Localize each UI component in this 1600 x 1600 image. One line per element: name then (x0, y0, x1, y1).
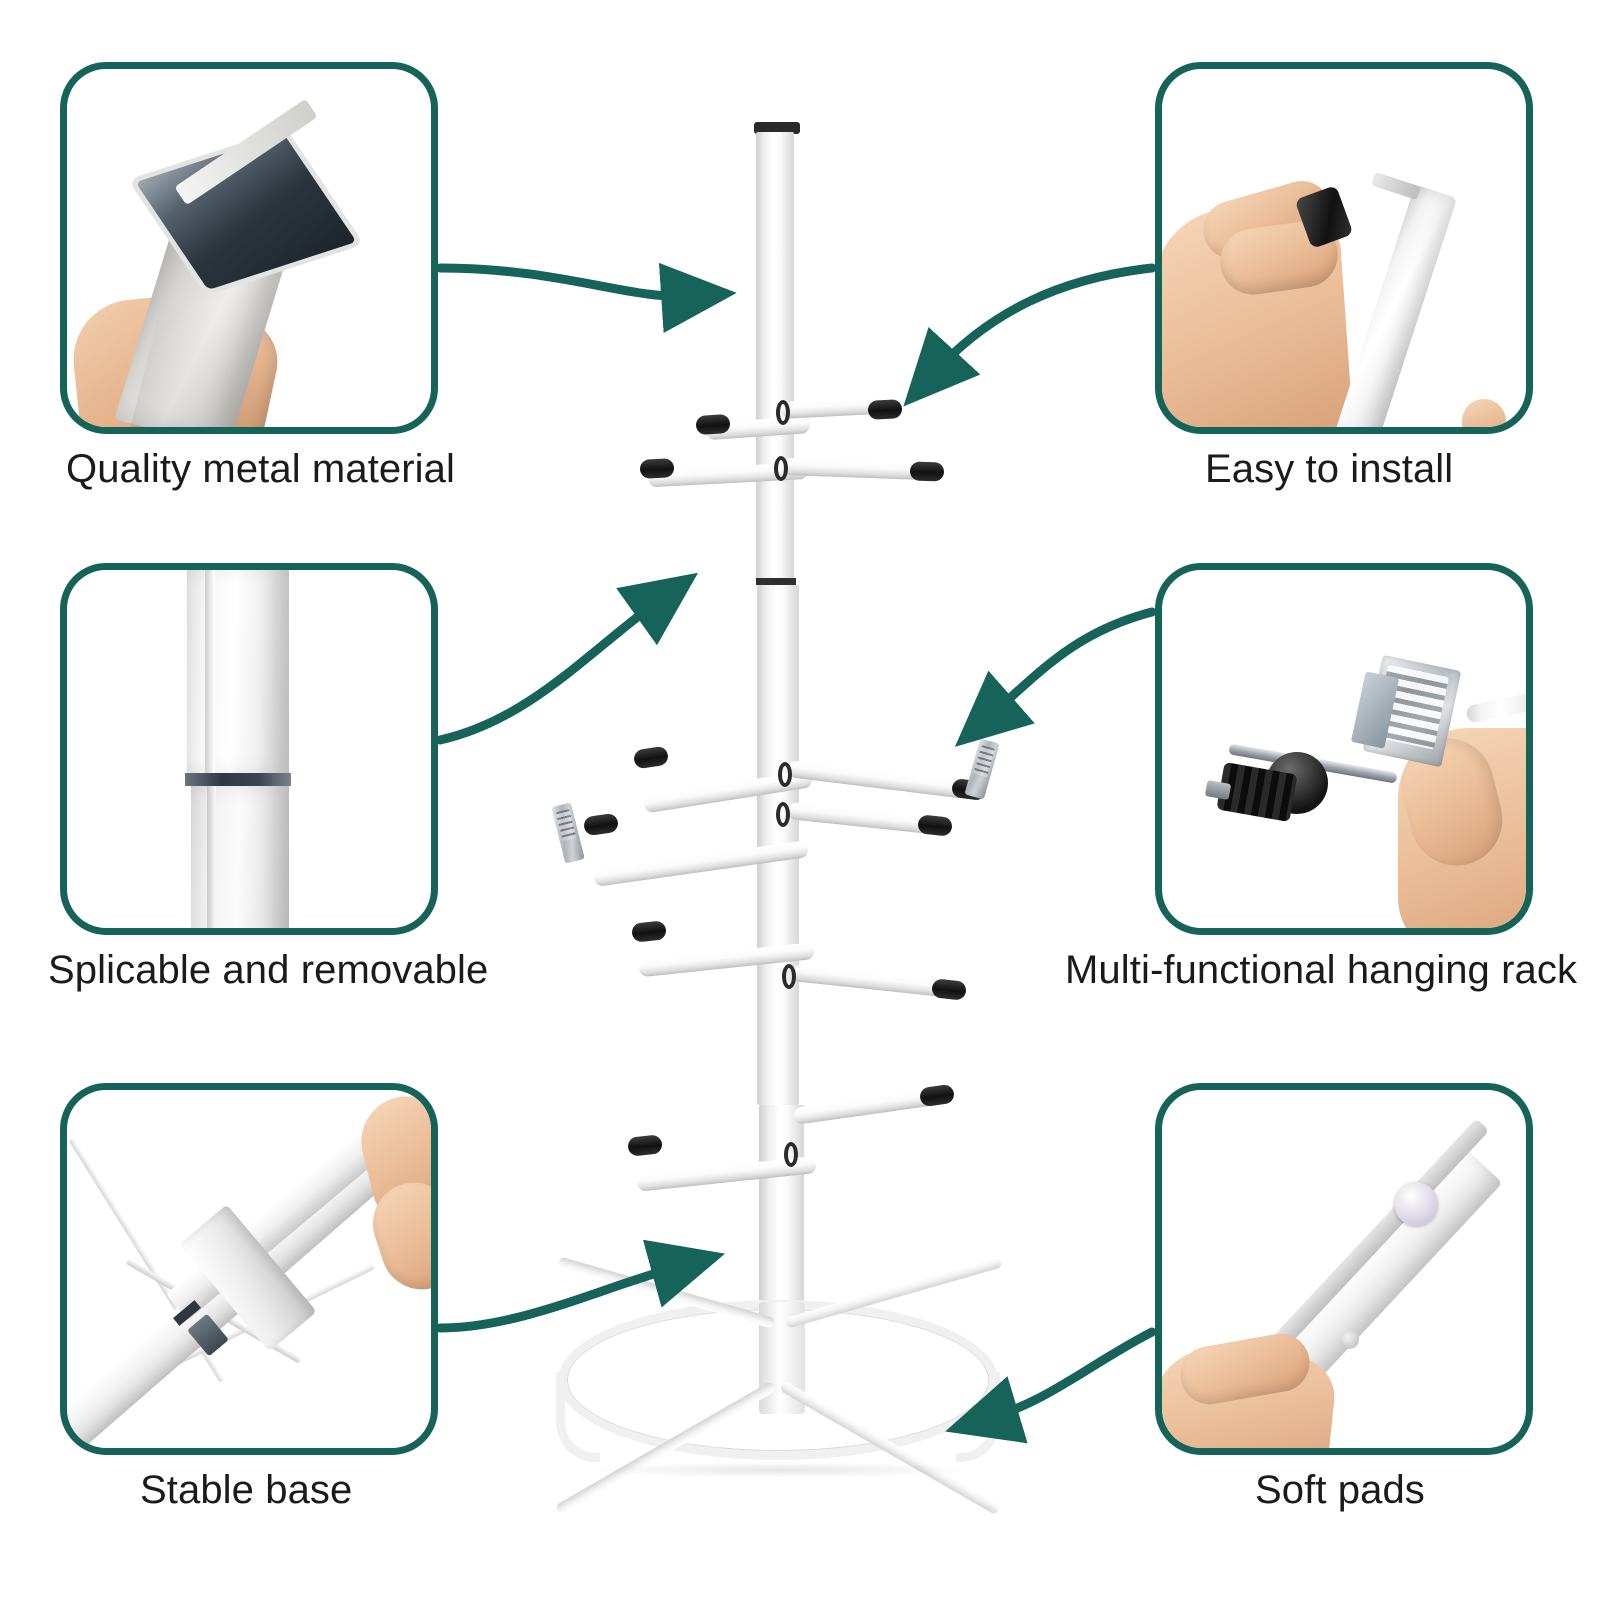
photo-splicable-and-removable (67, 570, 431, 928)
pole-edge-highlight-lower (207, 786, 216, 928)
arm-6-right (792, 1088, 938, 1125)
caption-splicable-and-removable: Splicable and removable (48, 948, 489, 992)
base-foot-tip-right (956, 1372, 1000, 1462)
base-shadow (590, 1462, 970, 1478)
arm-3-right (786, 760, 970, 800)
arm-4-right (787, 802, 937, 835)
arm-6-left-tip (627, 1134, 663, 1157)
feature-panel-stable-base (60, 1083, 438, 1455)
arm-5-right (791, 964, 951, 998)
arm-6-right-tip (918, 1083, 956, 1108)
arm-2-left-tip (639, 458, 675, 479)
white-tube-stub (1465, 689, 1526, 725)
arm-2-right-tip (909, 461, 945, 482)
feature-panel-quality-metal-material (60, 62, 438, 434)
arm-1-collar (776, 400, 790, 425)
clip-right (964, 738, 1000, 800)
arm-4-right-tip (917, 814, 953, 837)
plug-tip (1204, 780, 1232, 800)
finger-tip (1462, 399, 1506, 427)
pole-section-upper (187, 570, 289, 776)
feature-panel-splicable-and-removable (60, 563, 438, 935)
base-foot-tip-left (556, 1372, 600, 1462)
arm-5-left-tip (631, 920, 667, 943)
pole-seam (185, 773, 291, 786)
pole-seam-upper (756, 578, 796, 585)
feature-panel-soft-pads (1155, 1083, 1533, 1455)
arm-5-right-tip (931, 978, 967, 1001)
arm-1-left-tip (695, 413, 731, 436)
feature-panel-easy-to-install (1155, 62, 1533, 434)
arm-3-left-tip (632, 745, 670, 770)
caption-multi-functional-hanging-rack: Multi-functional hanging rack (1065, 948, 1578, 992)
arm-4-collar (776, 802, 790, 827)
photo-easy-to-install (1162, 69, 1526, 427)
arm-5-collar (782, 964, 796, 989)
caption-easy-to-install: Easy to install (1205, 447, 1454, 491)
arm-1-right-tip (867, 399, 903, 420)
clip-left (551, 802, 585, 864)
arm-4-left-tip (582, 812, 620, 837)
white-pole (1334, 184, 1458, 427)
soft-pad (1394, 1182, 1438, 1226)
pole-edge-highlight-upper (205, 570, 215, 776)
photo-soft-pads (1162, 1090, 1526, 1448)
caption-soft-pads: Soft pads (1255, 1468, 1425, 1512)
photo-stable-base (67, 1090, 431, 1448)
arm-2-collar (774, 456, 788, 481)
product-illustration-hanging-rack (520, 80, 1080, 1560)
caption-quality-metal-material: Quality metal material (66, 447, 455, 491)
pole-top-cap (754, 122, 800, 134)
photo-multi-functional-hanging-rack (1162, 570, 1526, 928)
feature-panel-multi-functional-hanging-rack (1155, 563, 1533, 935)
white-pole-top (1371, 171, 1421, 201)
pole-section-lower (191, 786, 289, 928)
pole-upper (756, 132, 794, 584)
arm-6-collar (784, 1142, 798, 1167)
arm-3-collar (778, 762, 792, 787)
caption-stable-base: Stable base (140, 1468, 353, 1512)
photo-quality-metal-material (67, 69, 431, 427)
rivet (1340, 1330, 1359, 1349)
